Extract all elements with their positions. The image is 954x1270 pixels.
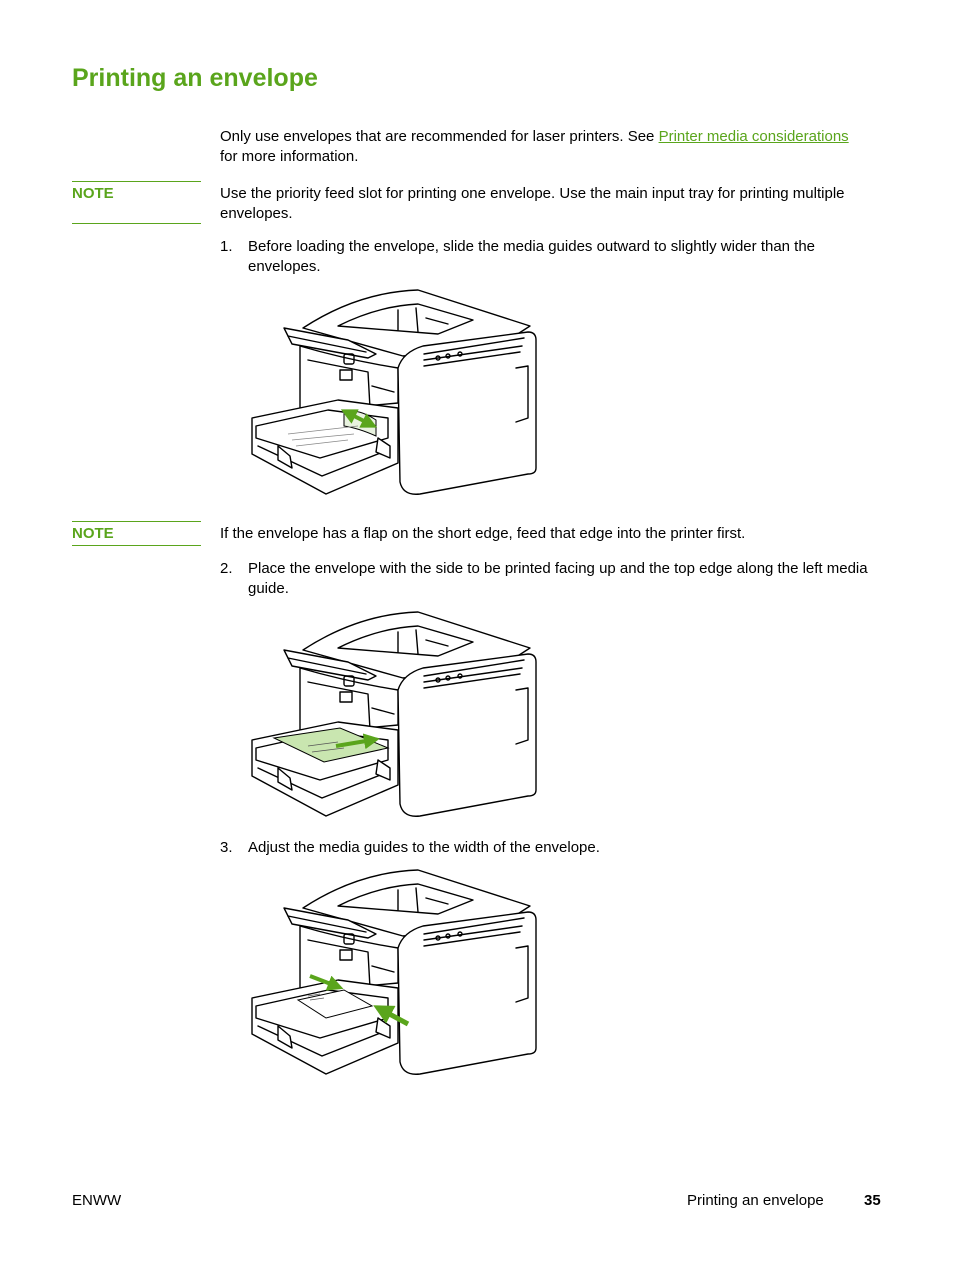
printer-media-link[interactable]: Printer media considerations <box>658 128 849 145</box>
note-text: If the envelope has a flap on the short … <box>220 525 746 542</box>
note-label: NOTE <box>72 521 201 542</box>
intro-text-after: for more information. <box>220 148 359 165</box>
step-text: Adjust the media guides to the width of … <box>248 839 600 856</box>
step-number: 2. <box>220 560 233 577</box>
green-arrow-icon <box>309 974 344 991</box>
step-number: 1. <box>220 238 233 255</box>
note-label: NOTE <box>72 181 201 202</box>
footer-section: Printing an envelope <box>687 1192 824 1209</box>
page-number: 35 <box>864 1192 881 1209</box>
printer-illustration <box>251 611 537 817</box>
printer-illustration <box>251 869 537 1075</box>
step-text: Before loading the envelope, slide the m… <box>248 238 816 275</box>
step-2: 2. Place the envelope with the side to b… <box>220 559 870 599</box>
step-1: 1. Before loading the envelope, slide th… <box>220 237 870 277</box>
green-arrow-icon <box>335 733 380 750</box>
step-text: Place the envelope with the side to be p… <box>248 560 868 597</box>
intro-text-before: Only use envelopes that are recommended … <box>220 128 659 145</box>
footer-left: ENWW <box>72 1192 122 1209</box>
step-3: 3. Adjust the media guides to the width … <box>220 838 870 858</box>
page-title: Printing an envelope <box>72 64 318 92</box>
note-text: Use the priority feed slot for printing … <box>220 185 845 222</box>
note-divider <box>72 545 201 546</box>
step-number: 3. <box>220 839 233 856</box>
green-arrow-icon <box>373 1005 410 1027</box>
intro-paragraph: Only use envelopes that are recommended … <box>220 127 870 167</box>
note-divider <box>72 223 201 224</box>
printer-illustration <box>251 289 537 495</box>
green-arrow-icon <box>340 409 378 428</box>
